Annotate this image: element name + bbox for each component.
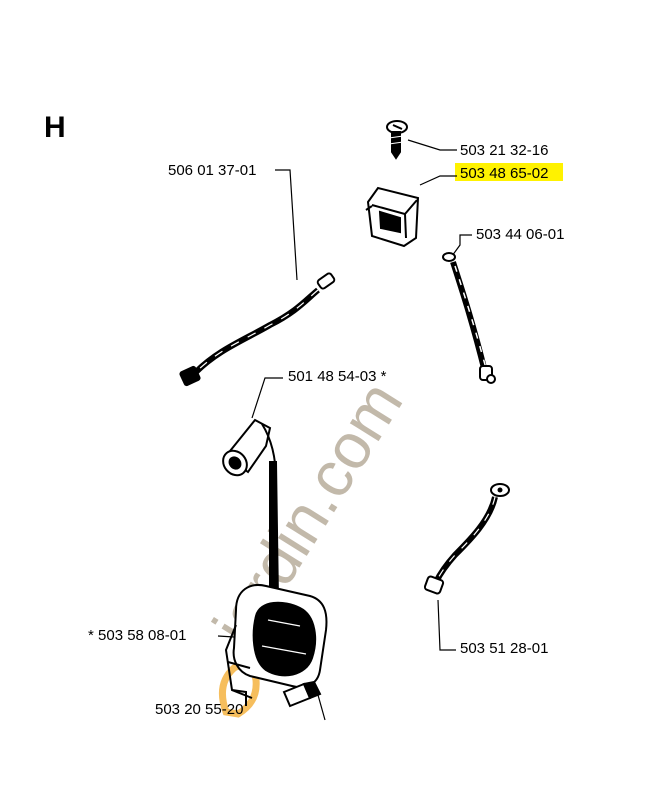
- leader-long-wire: [275, 169, 298, 281]
- highlight-marker: [455, 163, 563, 181]
- leader-screw-top: [407, 139, 457, 151]
- long-wire-icon: [179, 272, 336, 387]
- module-screw-icon: [282, 680, 322, 708]
- leader-spark-plug-cap: [251, 377, 283, 419]
- ground-wire-icon: [423, 483, 510, 595]
- part-number-spark-plug-cap: 501 48 54-03 *: [288, 368, 387, 385]
- ignition-module-icon: [224, 584, 328, 706]
- part-number-long-wire: 506 01 37-01: [168, 162, 256, 179]
- part-number-ignition-module: * 503 58 08-01: [88, 627, 186, 644]
- bracket-icon: [365, 186, 420, 248]
- section-letter: H: [44, 111, 66, 144]
- leader-module-screw: [317, 694, 326, 721]
- leader-bracket: [419, 175, 457, 186]
- part-number-bracket: 503 48 65-02: [460, 165, 548, 182]
- part-number-short-wire: 503 44 06-01: [476, 226, 564, 243]
- screw-icon: [386, 120, 408, 160]
- leader-ground-wire: [437, 599, 456, 651]
- part-number-screw-top: 503 21 32-16: [460, 142, 548, 159]
- short-wire-icon: [442, 252, 496, 384]
- part-number-ground-wire: 503 51 28-01: [460, 640, 548, 657]
- part-number-module-screw: 503 20 55-20: [155, 701, 243, 718]
- leader-short-wire: [451, 234, 472, 257]
- spark-plug-cap-icon: [222, 418, 280, 601]
